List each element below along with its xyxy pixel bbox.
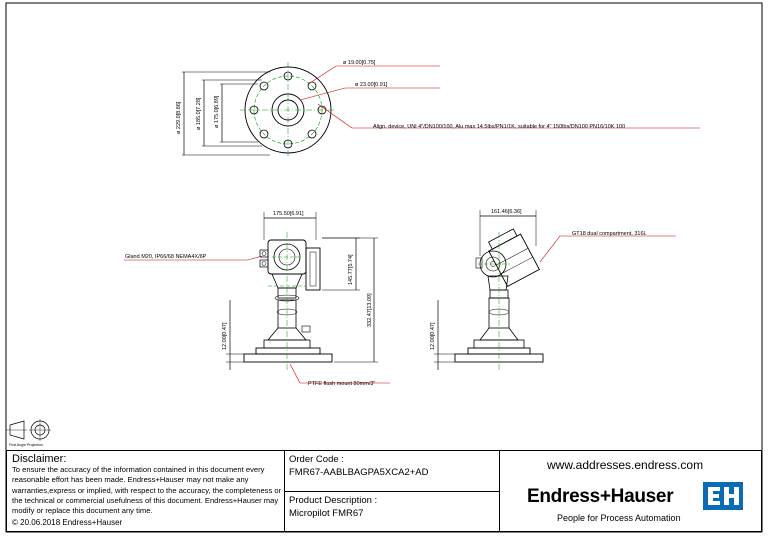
disclaimer-text: To ensure the accuracy of the informatio… — [12, 465, 282, 516]
side-view: 161.46[6.36] 12.00[0.47] G — [430, 209, 676, 372]
eh-logo-icon — [708, 487, 739, 505]
copyright: © 20.06.2018 Endress+Hauser — [12, 518, 123, 527]
top-view: ø 229.0[8.86] ø 185.0[7.28] ø 175.0[6.89… — [176, 60, 700, 158]
dim-raised-face-diameter: ø 185.0[7.28] — [196, 97, 202, 130]
product-description-label: Product Description : — [289, 495, 378, 506]
front-total-height-dimension: 332.47[13.09] — [367, 293, 373, 327]
side-flange-height-dimension: 12.00[0.47] — [430, 322, 436, 350]
divider — [499, 451, 500, 531]
dim-bolt-circle-diameter: ø 175.0[6.89] — [214, 95, 220, 128]
order-code-value: FMR67-AABLBAGPA5XCA2+AD — [289, 467, 429, 478]
product-description-value: Micropilot FMR67 — [289, 508, 364, 519]
projection-symbol: First Angle Projection — [6, 419, 51, 447]
front-housing-height-dimension: 145.77[5.74] — [348, 254, 354, 285]
eh-logo — [703, 482, 743, 510]
gland-note: Gland M20, IP66/68 NEMA4X/6P — [125, 254, 207, 260]
order-code-label: Order Code : — [289, 454, 344, 465]
dim-bore-diameter: ø 23.00[0.91] — [355, 82, 388, 88]
website-link[interactable]: www.addresses.endress.com — [547, 458, 704, 472]
front-flange-height-dimension: 12.00[0.47] — [222, 322, 228, 350]
front-view: 175.50[6.91] 145.77[5.74] — [124, 211, 390, 387]
dim-bolt-hole-diameter: ø 19.00[0.75] — [343, 60, 376, 66]
projection-label: First Angle Projection — [9, 443, 43, 447]
housing-note: GT18 dual compartment, 316L — [572, 231, 647, 237]
tagline: People for Process Automation — [557, 513, 681, 523]
sheet-border — [5, 2, 763, 533]
divider — [284, 491, 499, 492]
title-block: Disclaimer: To ensure the accuracy of th… — [6, 450, 762, 532]
brand-name: Endress+Hauser — [527, 486, 674, 507]
disclaimer-title: Disclaimer: — [12, 453, 67, 465]
alignment-device-note: Align. device, UNI 4"/DN100/100, Alu max… — [373, 124, 625, 130]
side-width-dimension: 161.46[6.36] — [491, 209, 522, 215]
antenna-note: PTFE flush mount 80mm/3" — [308, 381, 375, 387]
front-width-dimension: 175.50[6.91] — [273, 211, 304, 217]
dim-outer-diameter: ø 229.0[8.86] — [176, 101, 182, 134]
